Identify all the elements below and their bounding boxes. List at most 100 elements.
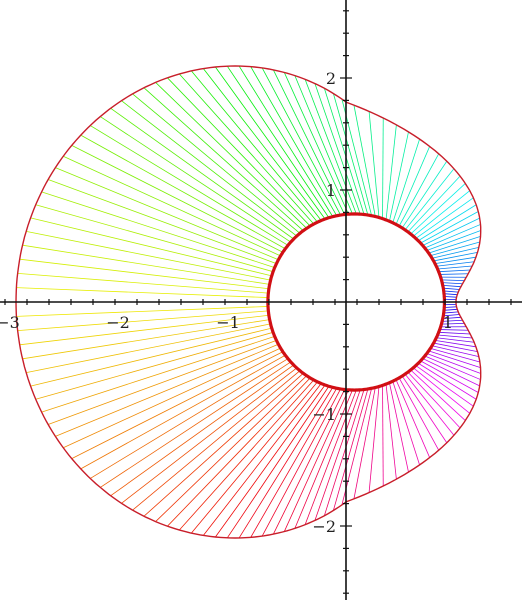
connector-line [428, 236, 481, 254]
connector-line [444, 306, 457, 308]
connector-line [80, 134, 286, 250]
connector-line [420, 360, 479, 393]
connector-line [353, 387, 376, 499]
connector-line [132, 370, 301, 511]
connector-line [48, 340, 277, 425]
x-tick-label: −1 [216, 313, 240, 332]
connector-line [422, 217, 480, 246]
x-tick-label: −2 [106, 313, 130, 332]
connector-line [179, 73, 315, 225]
connector-line [341, 99, 373, 216]
connector-line [121, 367, 297, 504]
connector-line [395, 379, 431, 458]
connector-line [22, 319, 270, 360]
connector-line [155, 375, 307, 522]
connector-line [215, 66, 326, 220]
connector-lines [16, 65, 481, 539]
connector-line [155, 82, 307, 229]
connector-line [179, 379, 315, 531]
connector-line [55, 343, 279, 437]
connector-line [304, 389, 357, 525]
connector-line [71, 351, 284, 459]
connector-line [434, 340, 476, 348]
connector-line [404, 168, 455, 231]
connector-line [443, 290, 459, 293]
connector-line [26, 231, 271, 281]
connector-line [71, 145, 284, 253]
connector-line [442, 319, 463, 322]
connector-line [63, 347, 281, 449]
connector-line [404, 373, 455, 436]
connector-line [121, 100, 297, 237]
connector-line [426, 230, 481, 251]
connector-line [431, 345, 479, 358]
connector-line [398, 377, 440, 451]
connector-line [392, 138, 420, 223]
connector-line [426, 353, 481, 374]
connector-line [368, 111, 380, 218]
connector-line [442, 282, 463, 285]
connector-line [332, 93, 369, 216]
connector-line [143, 87, 304, 232]
connector-line [226, 386, 330, 539]
connector-line [17, 310, 269, 332]
connector-line [143, 372, 304, 517]
connector-line [433, 342, 478, 352]
connector-line [250, 388, 338, 538]
y-tick-label: 2 [326, 69, 336, 88]
connector-line [110, 107, 294, 240]
y-tick-label: 1 [326, 181, 336, 200]
connector-line [283, 72, 349, 215]
connector-line [341, 388, 373, 505]
connector-line [22, 244, 270, 285]
connector-line [385, 124, 397, 220]
connector-line [19, 314, 269, 346]
connector-line [443, 314, 460, 317]
connector-line [17, 272, 269, 294]
connector-line [30, 217, 272, 277]
connector-line [167, 377, 311, 527]
connector-line [407, 175, 461, 233]
connector-line [431, 246, 479, 259]
connector-line [428, 350, 481, 368]
connector-line [407, 371, 461, 429]
connector-line [203, 68, 322, 221]
connector-line [238, 65, 334, 217]
connector-line [273, 389, 345, 535]
connector-line [19, 258, 269, 290]
connector-line [273, 69, 345, 215]
connector-line [430, 347, 480, 363]
connector-line [395, 146, 431, 225]
connector-line [314, 389, 361, 521]
connector-line [442, 285, 461, 288]
connector-line [323, 88, 365, 215]
connector-line [398, 153, 440, 227]
connector-line [48, 179, 277, 264]
connector-line [439, 273, 469, 275]
connector-line [443, 287, 460, 290]
connector-line [30, 327, 272, 387]
connector-line [437, 334, 473, 339]
connector-line [401, 375, 448, 443]
connector-line [389, 382, 409, 473]
connector-line [191, 381, 318, 534]
connector-line [35, 331, 274, 400]
y-tick-label: −2 [312, 517, 336, 536]
connector-line [413, 367, 471, 414]
connector-line [100, 116, 291, 243]
connector-line [410, 369, 466, 421]
connector-line [132, 93, 301, 234]
connector-line [385, 384, 397, 480]
axis-ticks [4, 10, 512, 594]
connector-line [418, 204, 477, 242]
connector-line [304, 79, 357, 215]
connector-line [368, 386, 380, 493]
connector-line [410, 183, 466, 235]
connector-line [283, 389, 349, 532]
connector-line [441, 322, 465, 325]
connector-line [382, 118, 384, 219]
connector-line [443, 308, 458, 311]
connector-line [418, 362, 477, 400]
